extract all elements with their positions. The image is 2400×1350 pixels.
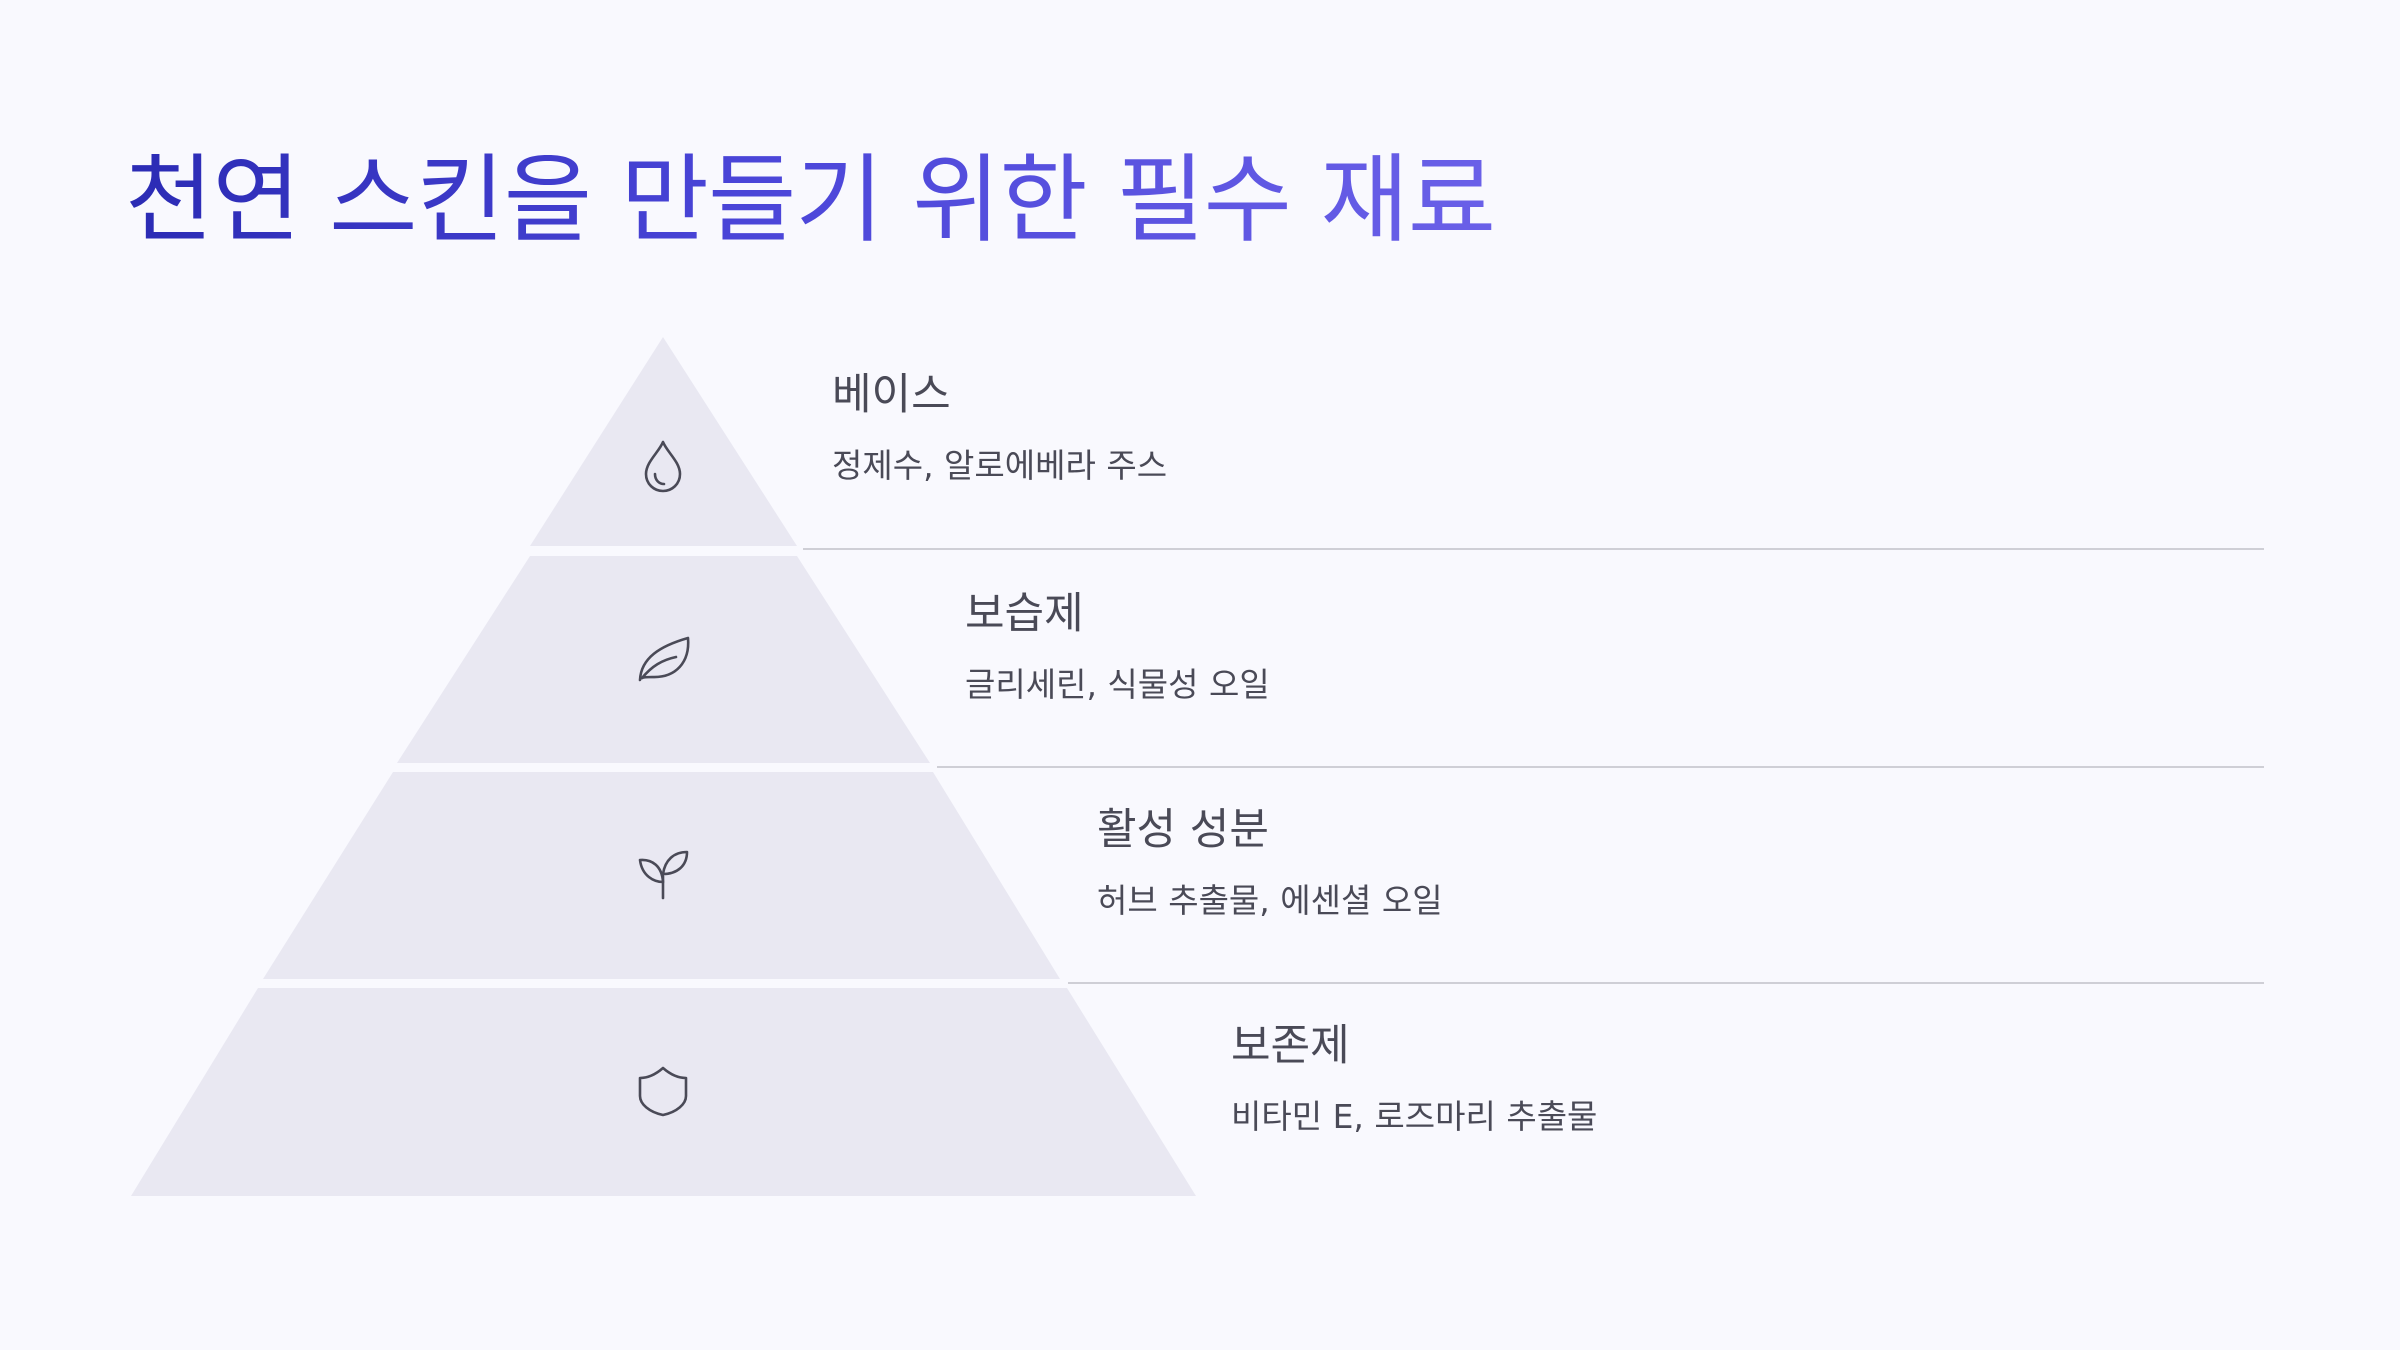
- page-title: 천연 스킨을 만들기 위한 필수 재료: [125, 144, 1496, 256]
- tier-3-title: 활성 성분: [1097, 805, 1269, 855]
- tier-1-description: 정제수, 알로에베라 주스: [832, 446, 1168, 486]
- tier-2-description: 글리세린, 식물성 오일: [965, 665, 1270, 705]
- tier-3-text: 활성 성분 허브 추출물, 에센셜 오일: [1097, 805, 1443, 921]
- leaf-icon: [638, 636, 690, 682]
- tier-2-text: 보습제 글리세린, 식물성 오일: [965, 589, 1270, 705]
- tier-1-text: 베이스 정제수, 알로에베라 주스: [832, 370, 1168, 486]
- pyramid-tier-2: [397, 556, 930, 763]
- tier-4-title: 보존제: [1231, 1021, 1350, 1071]
- shield-icon: [638, 1066, 688, 1117]
- pyramid-tier-4: [131, 988, 1196, 1196]
- tier-3-description: 허브 추출물, 에센셜 오일: [1097, 881, 1443, 921]
- tier-2-title: 보습제: [965, 589, 1084, 639]
- tier-4-description: 비타민 E, 로즈마리 추출물: [1231, 1097, 1598, 1137]
- tier-4-text: 보존제 비타민 E, 로즈마리 추출물: [1231, 1021, 1598, 1137]
- tier-1-title: 베이스: [832, 370, 951, 420]
- sprout-icon: [638, 850, 689, 900]
- water-drop-icon: [644, 440, 682, 493]
